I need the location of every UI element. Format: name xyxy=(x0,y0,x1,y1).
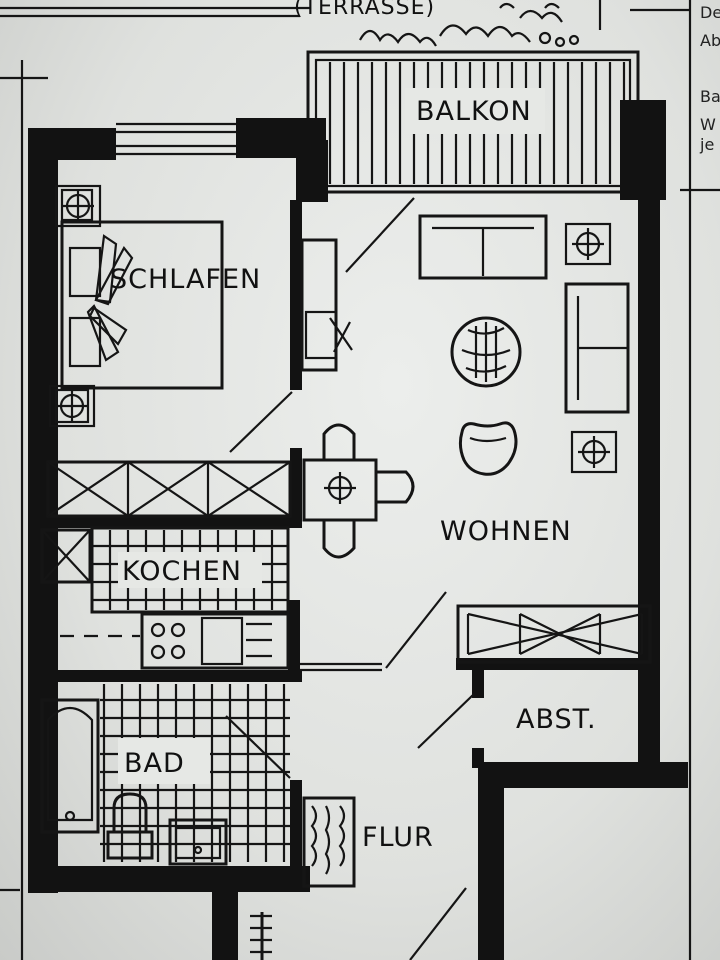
edge-text-4: W xyxy=(700,115,716,134)
terrace-plants xyxy=(359,2,580,48)
lamp-symbols xyxy=(48,184,618,504)
label-hallway: FLUR xyxy=(362,822,434,853)
lamp-box xyxy=(570,430,618,474)
label-bedroom: SCHLAFEN xyxy=(110,264,261,295)
label-living: WOHNEN xyxy=(440,516,572,547)
edge-text: De Ab Ba W je xyxy=(699,3,720,154)
room-labels: (TERRASSE) BALKON SCHLAFEN WOHNEN KOCHEN… xyxy=(110,0,597,853)
label-terrace: (TERRASSE) xyxy=(294,0,435,20)
bedroom-window xyxy=(116,122,236,156)
edge-text-5: je xyxy=(699,135,714,154)
lamp-box xyxy=(564,222,612,266)
edge-text-3: Ba xyxy=(700,87,720,106)
hallway-wardrobe xyxy=(250,796,467,960)
kitchen xyxy=(40,526,290,670)
edge-text-2: Ab xyxy=(700,31,720,50)
doors xyxy=(225,197,475,779)
living-furniture xyxy=(300,214,652,664)
lamp-box xyxy=(48,384,96,428)
label-bath: BAD xyxy=(124,748,185,779)
bedroom-furniture xyxy=(46,188,292,518)
edge-text-1: De xyxy=(700,3,720,22)
label-balcony: BALKON xyxy=(416,96,532,127)
bathroom xyxy=(40,684,290,866)
label-kitchen: KOCHEN xyxy=(122,556,242,587)
label-storage: ABST. xyxy=(516,704,597,735)
lamp-box xyxy=(54,184,102,228)
